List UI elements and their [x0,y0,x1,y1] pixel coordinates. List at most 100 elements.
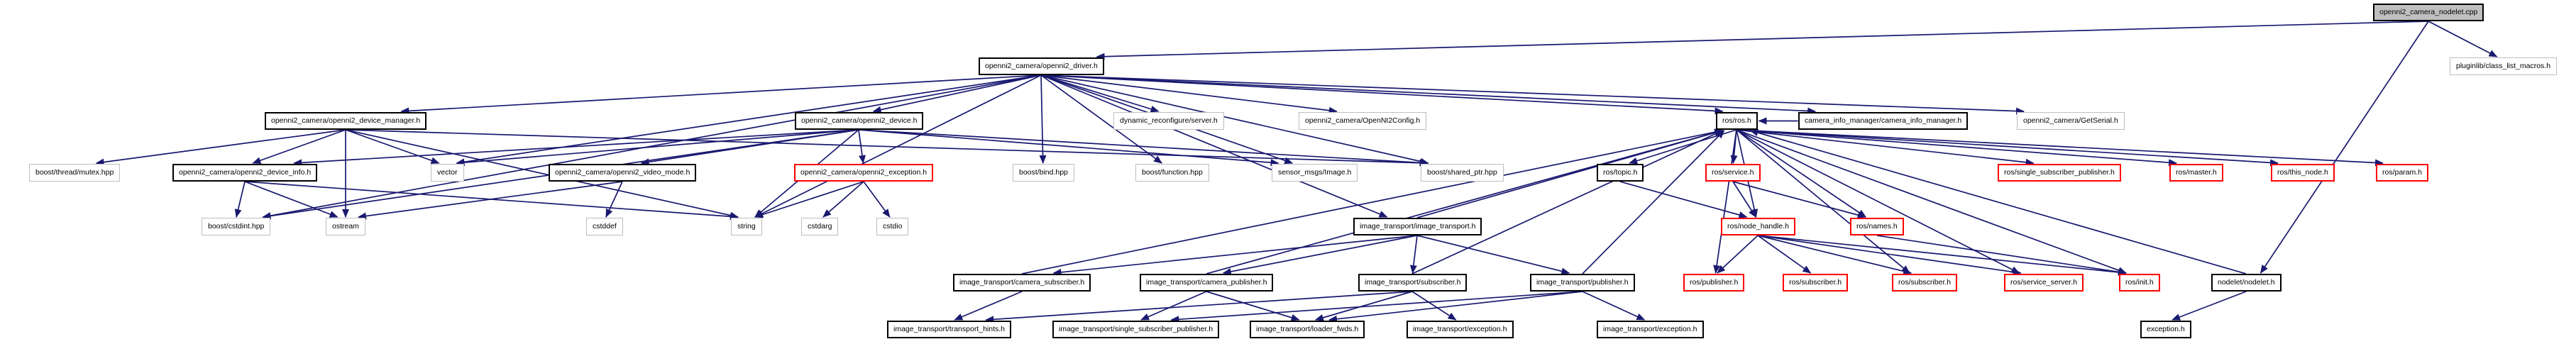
graph-node-nodehandle[interactable]: ros/node_handle.h [1721,218,1795,235]
graph-node-mutex: boost/thread/mutex.hpp [29,164,121,182]
edge-rosros-master [1736,129,2177,167]
edge-itpub-rosros [1582,130,1725,274]
edge-device-sharedptr [858,129,1429,167]
graph-node-rossub2[interactable]: ros/subscriber.h [1892,274,1958,292]
edge-devinfo-cstdint [234,181,246,218]
graph-node-caminfomgr[interactable]: camera_info_manager/camera_info_manager.… [1798,112,1969,130]
graph-node-dynreconf: dynamic_reconfigure/server.h [1113,112,1224,130]
edge-device-vector [456,129,859,167]
edge-it-itsub [1409,235,1418,274]
graph-node-servicesrv[interactable]: ros/service_server.h [2004,274,2084,292]
edge-device-exc [858,129,866,164]
edge-driver-vector [456,74,1042,166]
graph-node-itpub[interactable]: image_transport/publisher.h [1530,274,1635,292]
graph-node-rosssp[interactable]: ros/single_subscriber_publisher.h [1998,164,2121,182]
graph-node-thisnode[interactable]: ros/this_node.h [2271,164,2335,182]
edge-devmgr-sharedptr [345,129,1429,167]
edge-itsub-loaderfwds [1314,291,1413,321]
edge-driver-function [1040,74,1163,164]
edge-rosros-rospub [1713,129,1737,274]
graph-node-ostream: ostream [326,218,365,235]
graph-node-service[interactable]: ros/service.h [1705,164,1761,182]
graph-node-vector: vector [431,164,464,182]
edge-driver-getserial [1040,74,2025,115]
graph-node-getserial: openni2_camera/GetSerial.h [2017,112,2125,130]
graph-node-init[interactable]: ros/init.h [2119,274,2160,292]
graph-node-itssp[interactable]: image_transport/single_subscriber_publis… [1052,321,1220,338]
graph-node-campub[interactable]: image_transport/camera_publisher.h [1140,274,1274,292]
graph-node-it[interactable]: image_transport/image_transport.h [1353,218,1482,235]
edge-nodehandle-rossub2 [1757,235,1912,275]
edge-root-driver [1096,21,2429,60]
graph-node-rospub[interactable]: ros/publisher.h [1683,274,1745,292]
graph-node-cstdint: boost/cstdint.hpp [202,218,271,235]
edge-nodehandle-servicesrv [1757,235,2022,276]
edge-it-itpub [1416,235,1570,275]
graph-node-stdexc[interactable]: exception.h [2140,321,2191,338]
edge-it-campub [1222,235,1418,275]
graph-node-loaderfwds[interactable]: image_transport/loader_fwds.h [1250,321,1365,338]
graph-node-rosros[interactable]: ros/ros.h [1716,112,1758,130]
graph-node-nodelet[interactable]: nodelet/nodelet.h [2211,274,2281,292]
edge-campub-itssp [1140,291,1207,321]
edge-service-names [1732,181,1866,218]
graph-node-param[interactable]: ros/param.h [2376,164,2429,182]
edge-service-nodehandle [1732,181,1756,218]
graph-node-master[interactable]: ros/master.h [2169,164,2223,182]
edge-videomode-ostream [358,181,623,220]
edge-nodelet-stdexc [2172,291,2247,321]
edge-root-pluginlib [2428,21,2498,57]
edge-nodelet-rosros [1749,129,2247,274]
edge-driver-openni2config [1040,74,1338,114]
graph-node-device[interactable]: openni2_camera/openni2_device.h [795,112,924,130]
graph-node-string: string [731,218,762,235]
edge-device-devinfo [293,129,859,167]
graph-node-devmgr[interactable]: openni2_camera/openni2_device_manager.h [265,112,427,130]
graph-node-hints[interactable]: image_transport/transport_hints.h [887,321,1012,338]
graph-node-function: boost/function.hpp [1135,164,1209,182]
edge-driver-it [1040,74,1388,218]
graph-node-bind: boost/bind.hpp [1013,164,1074,182]
edge-campub-loaderfwds [1206,291,1300,321]
edge-driver-rosros [1040,74,1724,115]
graph-node-imagemsg: sensor_msgs/Image.h [1272,164,1358,182]
edge-rosros-names [1736,129,1866,218]
edge-topic-nodehandle [1619,181,1748,218]
graph-node-topic[interactable]: ros/topic.h [1597,164,1644,182]
graph-node-itexc1[interactable]: image_transport/exception.h [1407,321,1514,338]
graph-node-itsub[interactable]: image_transport/subscriber.h [1358,274,1468,292]
edge-driver-cstdint [262,74,1042,219]
edge-rosros-init [1736,129,2127,274]
edge-devmgr-vector [345,129,440,165]
edge-itpub-loaderfwds [1328,291,1583,323]
edge-rosros-param [1736,129,2384,167]
graph-node-itexc2[interactable]: image_transport/exception.h [1597,321,1704,338]
graph-node-cstdarg: cstdarg [801,218,839,235]
graph-node-devinfo[interactable]: openni2_camera/openni2_device_info.h [172,164,318,182]
graph-node-videomode[interactable]: openni2_camera/openni2_video_mode.h [549,164,697,182]
graph-node-rossub1[interactable]: ros/subscriber.h [1783,274,1849,292]
edge-rosros-rosssp [1736,129,2035,166]
graph-node-cstdio: cstdio [876,218,909,235]
graph-node-pluginlib: pluginlib/class_list_macros.h [2450,57,2558,75]
graph-node-names[interactable]: ros/names.h [1850,218,1904,235]
graph-node-sharedptr: boost/shared_ptr.hpp [1421,164,1504,182]
graph-node-driver[interactable]: openni2_camera/openni2_driver.h [979,57,1104,75]
edge-itpub-itssp [1170,291,1583,323]
edge-campub-rosros [1206,129,1724,274]
edge-driver-sharedptr [1040,74,1429,165]
edge-driver-devmgr [400,74,1042,115]
edge-exc-cstdio [863,181,891,218]
edge-rosros-thisnode [1736,129,2279,167]
edge-nodehandle-init [1757,235,2127,276]
edge-device-imagemsg [858,129,1279,167]
edge-exc-string [754,181,864,218]
graph-node-camsub[interactable]: image_transport/camera_subscriber.h [953,274,1091,292]
graph-node-exc[interactable]: openni2_camera/openni2_exception.h [794,164,934,182]
edge-devmgr-string [345,129,739,219]
edge-root-nodelet [2259,21,2429,274]
edge-camsub-hints [954,291,1023,321]
edge-itsub-rosros [1411,130,1724,274]
